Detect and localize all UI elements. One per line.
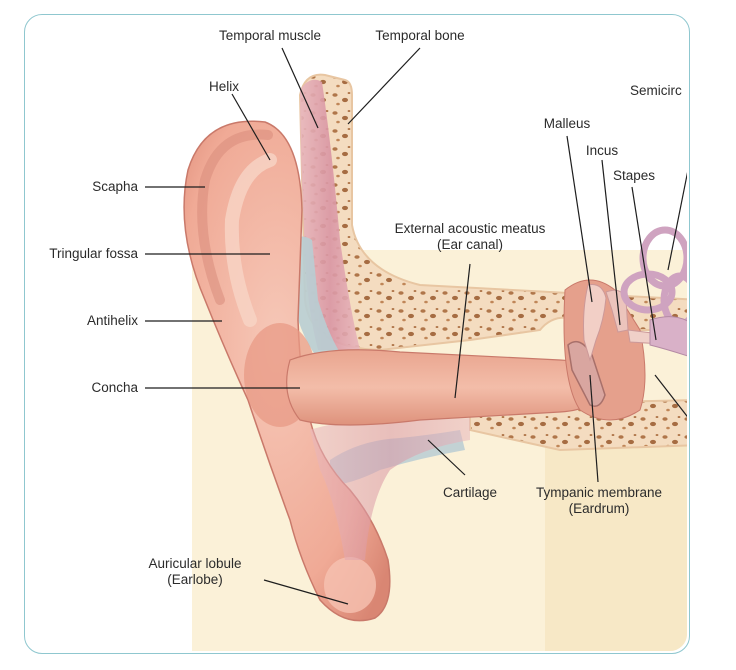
label-malleus: Malleus xyxy=(543,116,591,131)
label-scapha: Scapha xyxy=(92,179,138,194)
background-panel-right xyxy=(545,420,687,651)
label-triangular-fossa: Tringular fossa xyxy=(49,246,138,261)
label-incus: Incus xyxy=(585,143,619,158)
label-stapes: Stapes xyxy=(612,168,656,183)
label-lobule-line2: (Earlobe) xyxy=(167,572,223,587)
label-semicircular-canals: Semicirc xyxy=(630,83,682,98)
label-tympanic-line2: (Eardrum) xyxy=(568,501,630,516)
label-tympanic-membrane: Tympanic membrane (Eardrum) xyxy=(515,485,683,517)
label-ear-canal-line2: (Ear canal) xyxy=(436,237,504,252)
label-temporal-muscle: Temporal muscle xyxy=(218,28,322,43)
label-auricular-lobule: Auricular lobule (Earlobe) xyxy=(130,556,260,588)
label-ear-canal-line1: External acoustic meatus xyxy=(394,221,546,236)
canal-cartilage-tissue xyxy=(310,418,470,560)
label-cartilage: Cartilage xyxy=(442,485,498,500)
upper-cartilage-shape xyxy=(292,236,345,362)
label-temporal-bone: Temporal bone xyxy=(375,28,465,43)
label-antihelix: Antihelix xyxy=(86,313,138,328)
label-tympanic-line1: Tympanic membrane xyxy=(535,485,663,500)
leader-lines xyxy=(145,47,687,605)
label-helix: Helix xyxy=(208,79,239,94)
label-concha: Concha xyxy=(91,380,138,395)
label-ear-canal: External acoustic meatus (Ear canal) xyxy=(370,221,570,253)
malleus-shape xyxy=(583,284,607,362)
label-lobule-line1: Auricular lobule xyxy=(148,556,242,571)
